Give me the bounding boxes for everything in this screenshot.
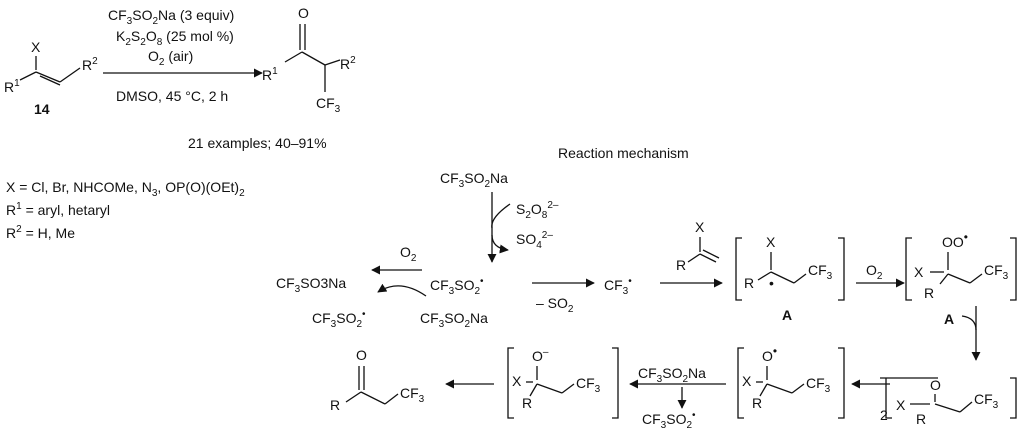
alkoxyl-radical: O• X R CF3	[737, 344, 845, 419]
svg-text:O–: O–	[532, 347, 549, 364]
svg-text:CF3SO2Na: CF3SO2Na	[420, 310, 488, 330]
svg-text:X: X	[512, 373, 522, 389]
mechanism-title: Reaction mechanism	[558, 145, 689, 161]
svg-text:R2: R2	[82, 56, 98, 73]
svg-text:A: A	[782, 307, 792, 323]
svg-text:A: A	[944, 311, 954, 327]
examples-yield: 21 examples; 40–91%	[188, 135, 327, 151]
svg-text:X: X	[896, 397, 906, 413]
svg-text:O•: O•	[762, 344, 777, 364]
svg-text:DMSO, 45 °C, 2 h: DMSO, 45 °C, 2 h	[116, 88, 228, 104]
svg-text:R1 = aryl, hetaryl: R1 = aryl, hetaryl	[6, 201, 110, 218]
svg-text:S2O82–: S2O82–	[516, 200, 559, 221]
svg-text:CF3: CF3	[984, 262, 1009, 282]
svg-text:O2: O2	[866, 262, 883, 282]
svg-text:X: X	[766, 234, 776, 250]
svg-text:R: R	[752, 395, 762, 411]
svg-text:X: X	[695, 219, 705, 235]
svg-text:OO•: OO•	[942, 230, 968, 250]
svg-text:R: R	[916, 411, 926, 427]
svg-text:•: •	[769, 275, 774, 291]
substituent-definitions: X = Cl, Br, NHCOMe, N3, OP(O)(OEt)2 R1 =…	[6, 179, 245, 241]
svg-text:CF3SO2Na: CF3SO2Na	[638, 365, 706, 385]
persulfate-curve	[491, 203, 511, 229]
svg-text:R: R	[924, 285, 934, 301]
svg-text:O: O	[298, 5, 309, 21]
svg-text:O: O	[930, 377, 941, 393]
peroxyl-radical: OO• X R CF3	[905, 230, 1017, 301]
cf3so3na: CF3SO3Na	[276, 275, 346, 295]
alkene-substrate: X R	[676, 219, 720, 273]
svg-text:CF3: CF3	[808, 262, 833, 282]
svg-text:SO42–: SO42–	[516, 230, 553, 251]
svg-text:CF3: CF3	[400, 385, 425, 405]
svg-text:CF3SO2Na (3 equiv): CF3SO2Na (3 equiv)	[108, 7, 234, 27]
curved-arrow-left	[377, 283, 427, 297]
svg-text:CF3: CF3	[316, 95, 341, 115]
svg-text:R: R	[330, 397, 340, 413]
svg-text:X: X	[742, 373, 752, 389]
svg-text:R: R	[676, 257, 686, 273]
svg-text:2: 2	[880, 407, 888, 423]
final-ketone: O R CF3	[330, 347, 425, 413]
top-conditions: CF3SO2Na (3 equiv) K2S2O8 (25 mol %) O2 …	[103, 7, 263, 104]
cf3so2-radical: CF3SO2•	[430, 276, 484, 297]
svg-text:R1: R1	[4, 78, 20, 95]
svg-text:– SO2: – SO2	[536, 295, 574, 315]
svg-text:CF3SO2•: CF3SO2•	[312, 309, 366, 330]
start-reagent: CF3SO2Na	[440, 170, 508, 190]
svg-text:CF3: CF3	[576, 375, 601, 395]
svg-text:R2 = H, Me: R2 = H, Me	[6, 224, 75, 241]
dialkyl-peroxide: O X R CF3 2	[880, 377, 1017, 427]
intermediate-A: X R • CF3 A	[735, 234, 845, 323]
substrate-14: X R1 R2 14	[4, 39, 98, 117]
alkoxide: O– X R CF3	[507, 347, 619, 419]
top-product: O R1 R2 CF3	[262, 5, 356, 115]
svg-text:CF3: CF3	[974, 391, 999, 411]
svg-text:O: O	[356, 347, 367, 363]
svg-text:CF3: CF3	[806, 375, 831, 395]
sulfate-curve	[491, 234, 509, 254]
compound-label-14: 14	[34, 101, 50, 117]
substrate-x: X	[31, 39, 41, 55]
svg-text:X: X	[914, 264, 924, 280]
svg-text:K2S2O8 (25 mol %): K2S2O8 (25 mol %)	[116, 28, 234, 48]
svg-text:O2 (air): O2 (air)	[148, 48, 193, 68]
svg-text:R2: R2	[340, 55, 356, 72]
svg-text:CF3SO2•: CF3SO2•	[642, 410, 696, 431]
svg-text:R: R	[744, 275, 754, 291]
svg-text:R1: R1	[262, 66, 278, 83]
svg-text:R: R	[522, 395, 532, 411]
cf3-radical: CF3•	[604, 276, 632, 297]
svg-text:O2: O2	[400, 244, 417, 264]
svg-text:X = Cl, Br, NHCOMe, N3, OP(O)(: X = Cl, Br, NHCOMe, N3, OP(O)(OEt)2	[6, 179, 245, 199]
